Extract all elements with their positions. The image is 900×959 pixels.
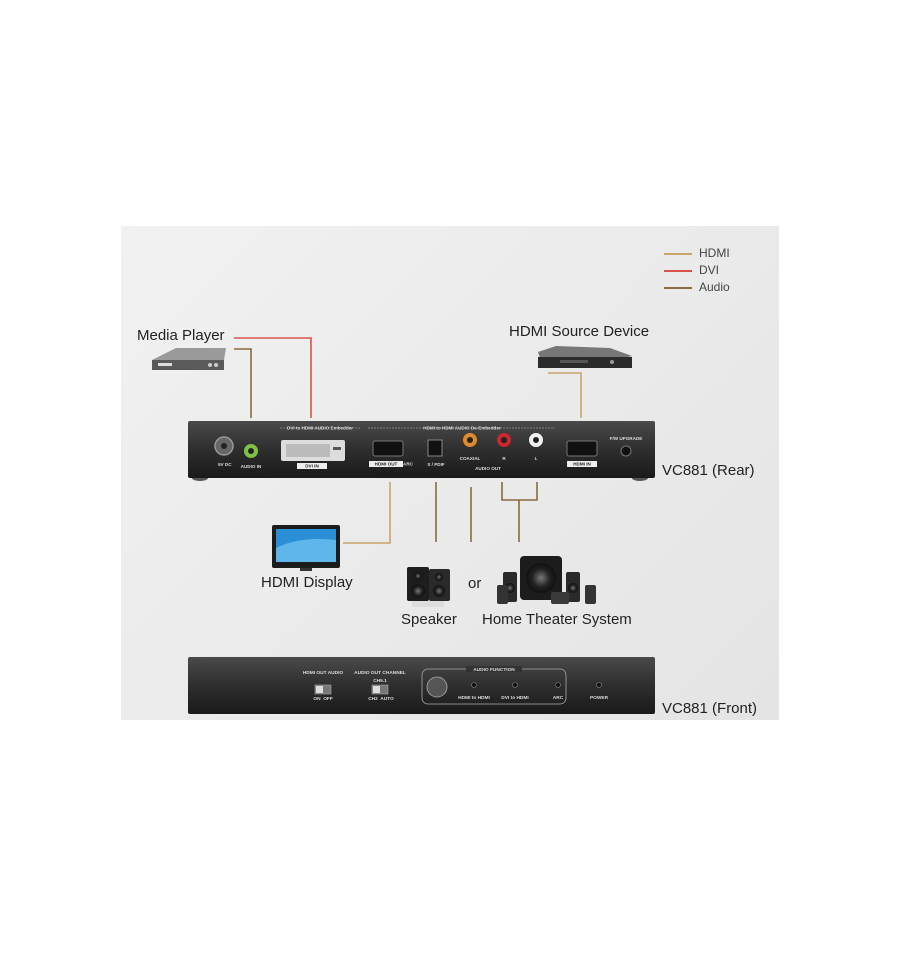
- media-player-dvi-cable: [234, 337, 312, 418]
- l-label: L: [535, 456, 538, 461]
- led-arc: [555, 682, 561, 688]
- coaxial-label: COAXIAL: [460, 456, 481, 461]
- hdmi-display-cable: [343, 482, 391, 544]
- hdmi-source-device-label: HDMI Source Device: [509, 323, 650, 340]
- rl-theater-cable: [501, 482, 538, 501]
- media-player-icon: [152, 348, 226, 370]
- hdmi-out-audio-label: HDMI OUT AUDIO: [303, 670, 344, 676]
- hdmi-display-label: HDMI Display: [261, 574, 353, 591]
- audio-function-button: [426, 676, 448, 698]
- legend-dvi-label: DVI: [699, 263, 720, 277]
- hdmi-out-label: HDMI OUT: [375, 462, 398, 467]
- spdif-label: S / PDIF: [427, 462, 445, 467]
- hdmi-source-device-icon: [538, 346, 632, 368]
- vc881-rear-box: [188, 421, 655, 481]
- audio-out-channel-label: AUDIO OUT CHANNEL: [354, 670, 406, 676]
- hdmi-out-port: [372, 440, 404, 457]
- dvi-in-label: DVI IN: [305, 464, 319, 469]
- audio-in-label: AUDIO IN: [241, 464, 262, 469]
- group-hdmi-label: HDMI to HDMI AUDIO De-Embedder: [423, 426, 501, 431]
- arc-front-label: ARC: [553, 695, 564, 701]
- hdmi-in-port: [566, 440, 598, 457]
- home-theater-label: Home Theater System: [482, 611, 632, 628]
- arc-label: ARC: [403, 462, 414, 467]
- media-player-label: Media Player: [137, 327, 225, 344]
- home-theater-icon: [497, 556, 596, 604]
- fw-upgrade-label: F/W UPGRADE: [610, 436, 643, 441]
- legend-audio-label: Audio: [699, 280, 730, 294]
- ch51-label: CH5.1: [373, 678, 387, 684]
- audio-out-label: AUDIO OUT: [475, 466, 501, 471]
- power-front-label: POWER: [590, 695, 609, 701]
- led-dvi-to-hdmi: [512, 682, 518, 688]
- media-player-audio-cable: [234, 348, 252, 418]
- fw-upgrade-port: [620, 445, 632, 457]
- led-hdmi-to-hdmi: [471, 682, 477, 688]
- vc881-rear-label: VC881 (Rear): [662, 462, 755, 479]
- audio-function-label: AUDIO FUNCTION: [473, 667, 515, 673]
- or-label: or: [468, 575, 482, 592]
- hdmi-to-hdmi-label: HDMI to HDMI: [458, 695, 490, 701]
- off-label: OFF: [323, 696, 333, 702]
- spdif-port: [427, 439, 443, 457]
- dvi-to-hdmi-label: DVI to HDMI: [501, 695, 529, 701]
- vc881-front-box: [188, 657, 655, 714]
- on-label: ON: [313, 696, 321, 702]
- r-label: R: [502, 456, 506, 461]
- group-dvi-label: DVI to HDMI AUDIO Embedder: [287, 426, 353, 431]
- vc881-front-label: VC881 (Front): [662, 700, 758, 717]
- speaker-icon: [407, 567, 450, 607]
- legend-hdmi-label: HDMI: [699, 246, 730, 260]
- hdmi-in-label: HDMI IN: [573, 462, 591, 467]
- speaker-label: Speaker: [401, 611, 457, 628]
- hdmi-display-icon: [272, 525, 340, 571]
- hdmi-source-cable: [548, 372, 582, 418]
- power-label: 5V DC: [218, 462, 232, 467]
- led-power: [596, 682, 602, 688]
- ch2-label: CH2: [368, 696, 378, 702]
- auto-label: AUTO: [380, 696, 394, 702]
